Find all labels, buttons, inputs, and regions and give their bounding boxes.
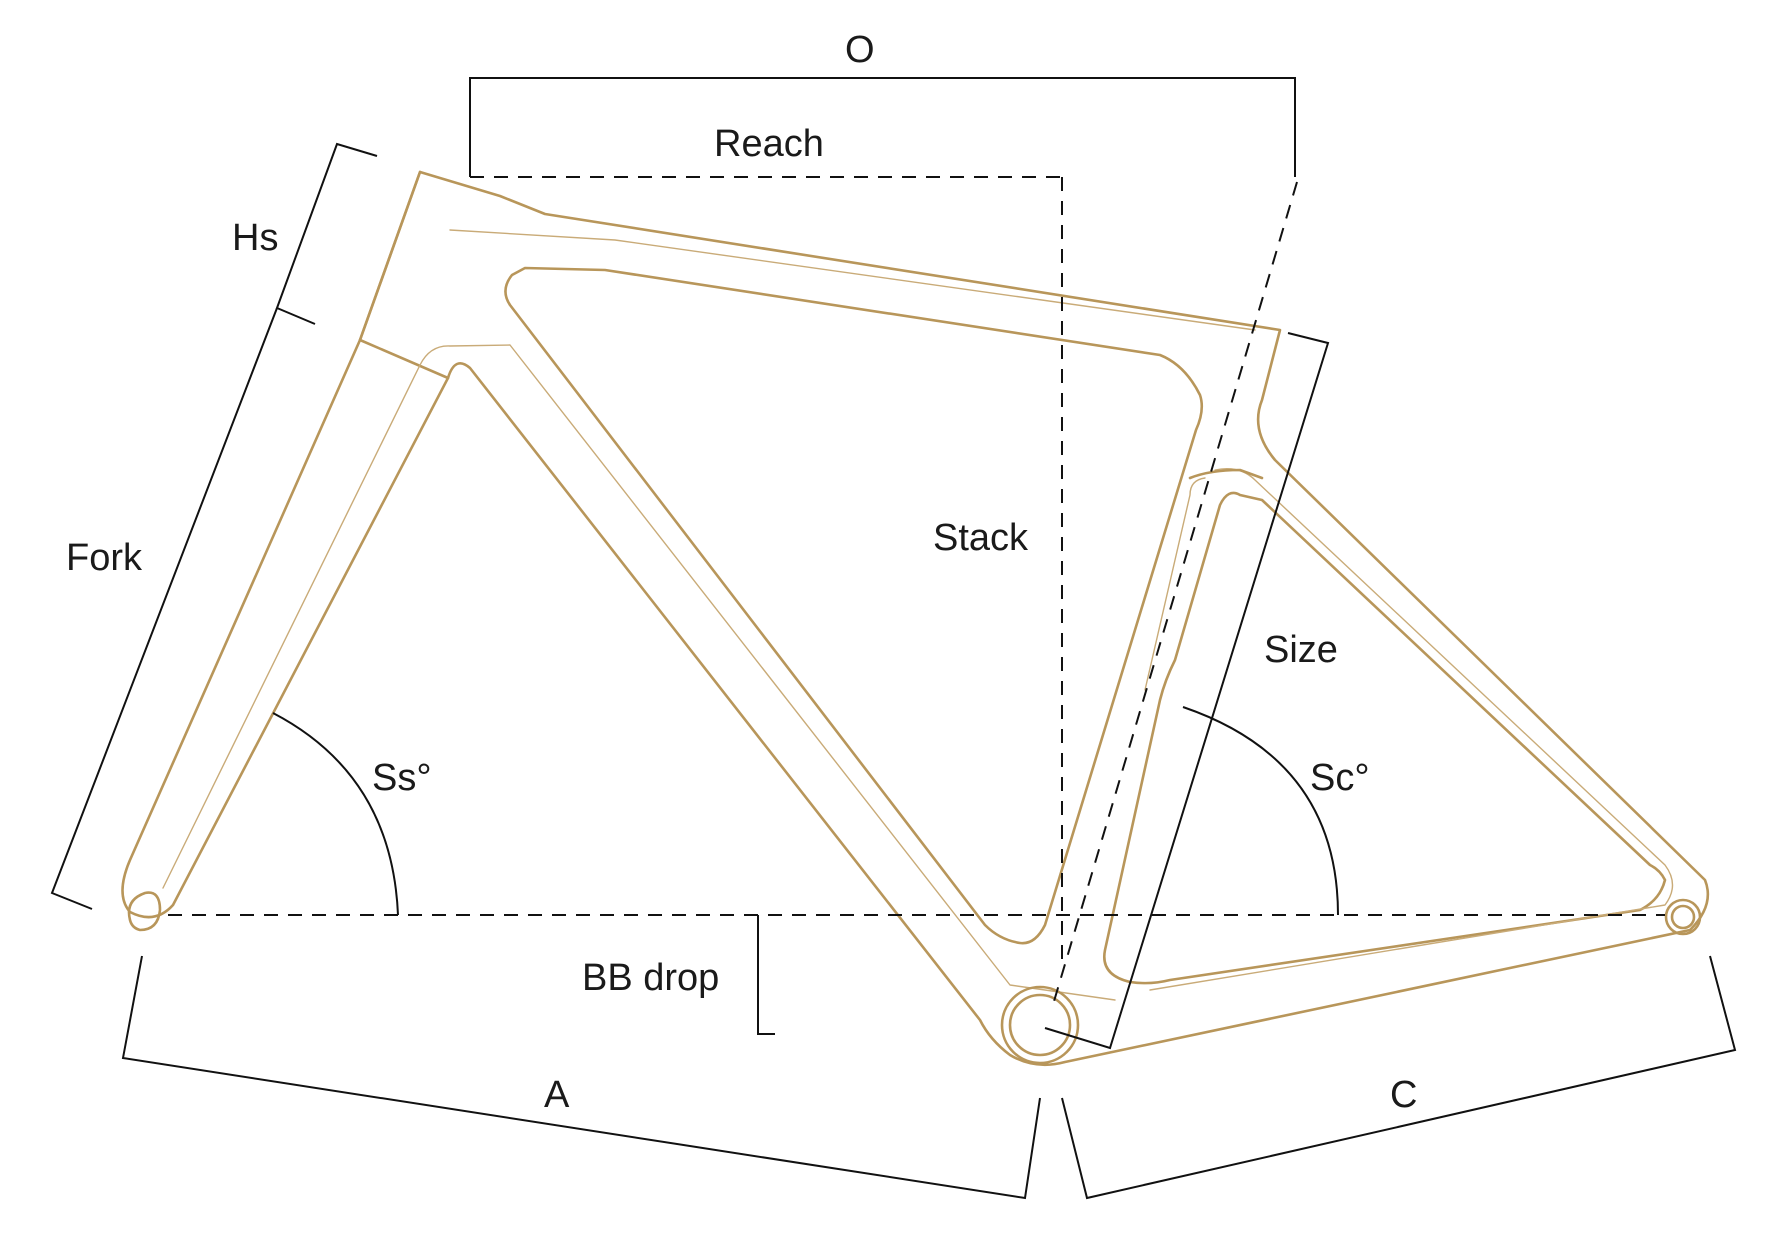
label-sc: Sc° bbox=[1310, 757, 1370, 799]
rear-triangle-thin bbox=[1144, 468, 1674, 991]
rear-dropout-outer bbox=[1664, 898, 1702, 936]
label-ss: Ss° bbox=[372, 757, 432, 799]
label-fork: Fork bbox=[66, 537, 143, 579]
label-c: C bbox=[1390, 1074, 1417, 1116]
frame-outer-top bbox=[121, 170, 1710, 1067]
o-bracket bbox=[469, 77, 1296, 177]
size-bracket bbox=[1044, 332, 1330, 1050]
c-bracket bbox=[1061, 955, 1737, 1200]
front-dropout bbox=[127, 891, 162, 932]
main-triangle-inner bbox=[504, 266, 1204, 945]
label-stack: Stack bbox=[933, 517, 1029, 559]
seat-tube-axis bbox=[1051, 181, 1298, 1009]
fork-crown-line bbox=[358, 338, 450, 380]
bottom-bracket-outer bbox=[1000, 985, 1080, 1065]
label-a: A bbox=[544, 1074, 570, 1116]
sc-angle-arc bbox=[1182, 706, 1339, 916]
a-bracket bbox=[121, 955, 1041, 1200]
fork-thin-line bbox=[162, 344, 1116, 1001]
rear-dropout-inner bbox=[1670, 904, 1696, 930]
bb-drop-bracket bbox=[757, 915, 775, 1035]
label-size: Size bbox=[1264, 629, 1338, 671]
ss-angle-arc bbox=[272, 712, 399, 916]
bike-frame bbox=[121, 170, 1710, 1067]
fork-bracket bbox=[50, 307, 278, 910]
bottom-bracket-inner bbox=[1008, 993, 1072, 1057]
label-bb-drop: BB drop bbox=[582, 957, 719, 999]
head-tube-line bbox=[358, 170, 422, 342]
top-tube-thin-line bbox=[449, 229, 1256, 331]
label-o: O bbox=[845, 29, 875, 71]
dimension-labels: O Reach Hs Fork Stack Size Ss° Sc° BB dr… bbox=[66, 29, 1417, 1116]
seat-tube-outer bbox=[1188, 468, 1264, 480]
label-reach: Reach bbox=[714, 123, 824, 165]
hs-bracket bbox=[275, 142, 378, 325]
label-hs: Hs bbox=[232, 217, 278, 259]
dimension-lines bbox=[50, 77, 1737, 1200]
